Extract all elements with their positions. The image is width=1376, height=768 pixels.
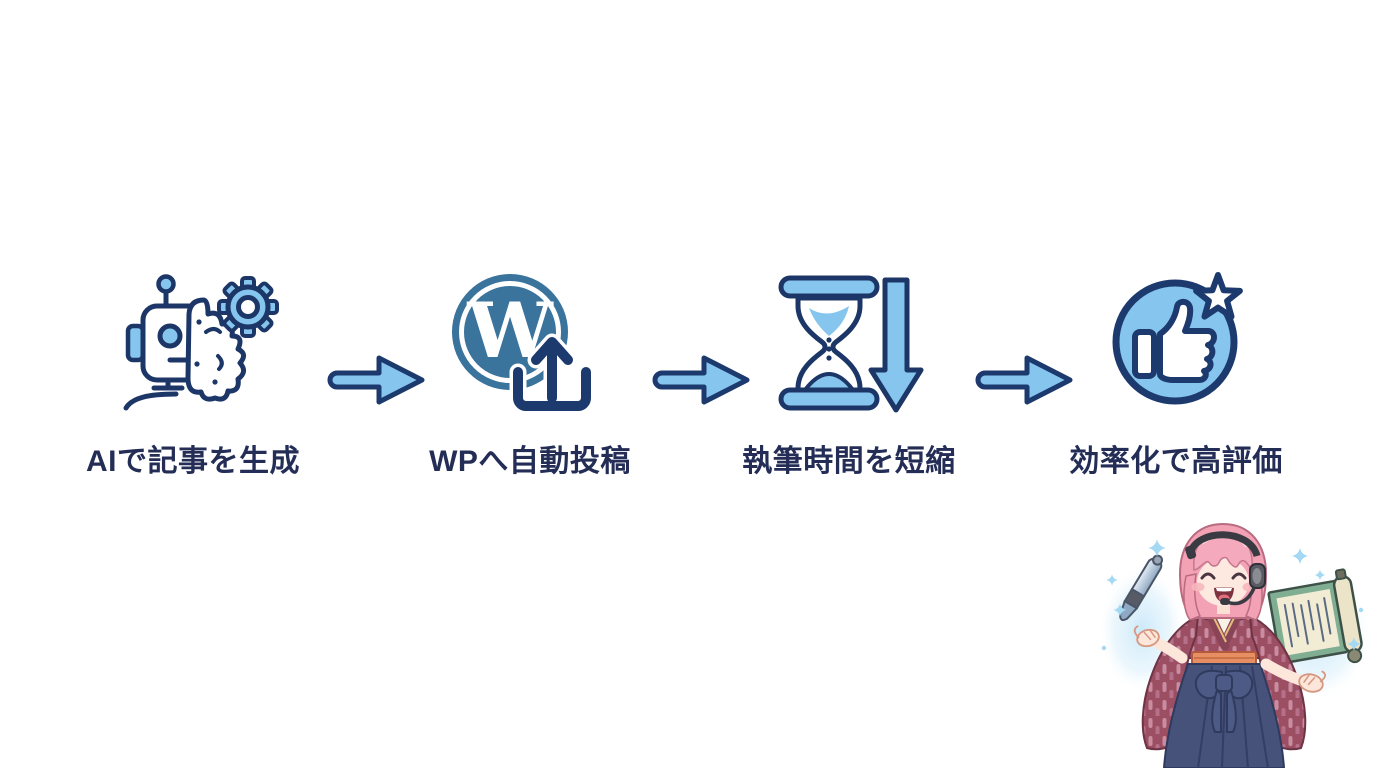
step-wp-post: W — [448, 270, 613, 418]
sparkle-icon — [1101, 539, 1364, 651]
mic-tip — [1220, 598, 1230, 605]
step-label-time-save: 執筆時間を短縮 — [742, 445, 956, 478]
right-arrow-icon — [973, 346, 1079, 414]
upload-icon — [509, 333, 595, 415]
step-label-wp-post: WPへ自動投稿 — [429, 445, 631, 478]
hakama-bow — [1194, 669, 1254, 733]
step-time-save — [765, 270, 933, 415]
star-icon — [1193, 272, 1243, 320]
thumbs-up-star-icon — [1112, 272, 1243, 405]
step-label-ai-generate: AIで記事を生成 — [86, 445, 300, 478]
girl-hands — [1133, 625, 1326, 693]
step-ai-generate — [118, 270, 286, 414]
girl-body — [1141, 605, 1307, 768]
step-high-rating — [1105, 268, 1251, 408]
calligraphy-pen-icon — [1119, 554, 1164, 622]
wordpress-upload-icon: W — [452, 274, 595, 415]
gear-icon — [217, 276, 279, 338]
down-arrow-icon — [868, 277, 924, 413]
mascot-kimono-girl — [1090, 518, 1376, 768]
girl-head — [1178, 522, 1268, 621]
closed-eye — [1200, 572, 1216, 580]
hourglass-time-reduction-icon — [778, 275, 924, 413]
step-label-high-rating: 効率化で高評価 — [1069, 445, 1283, 478]
right-arrow-icon — [650, 346, 756, 414]
headset-icon — [1185, 531, 1266, 606]
closed-eye — [1231, 572, 1247, 580]
right-arrow-icon — [325, 346, 431, 414]
ai-robot-brain-gear-icon — [123, 274, 279, 411]
scroll-icon — [1267, 568, 1363, 665]
